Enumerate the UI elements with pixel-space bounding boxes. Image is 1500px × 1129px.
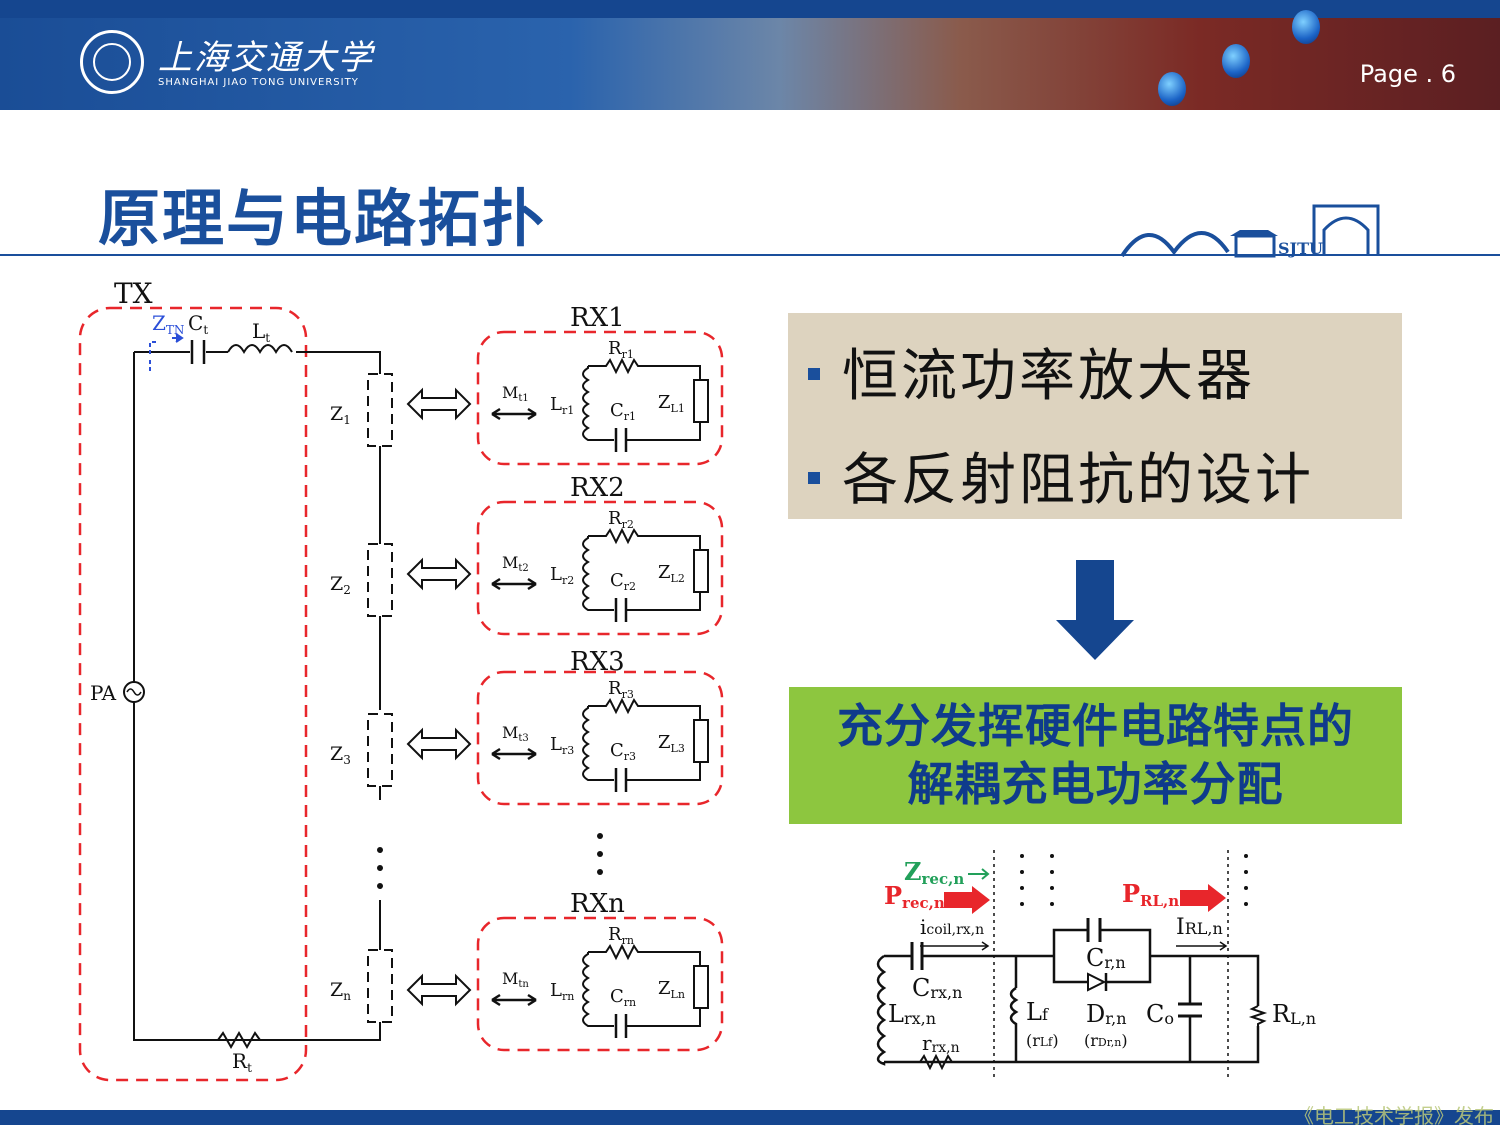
- ct-label: Ct: [188, 311, 208, 337]
- rrx-label: rrx,n: [922, 1031, 960, 1056]
- school-name-cn: 上海交通大学: [158, 38, 374, 78]
- conclusion-line-1: 充分发挥硬件电路特点的: [837, 699, 1354, 753]
- cr1-label: Cr1: [610, 400, 636, 423]
- tx-boundary: [78, 306, 308, 1082]
- bullet-item: 各反射阻抗的设计: [808, 435, 1314, 516]
- z1-label: Z1: [330, 403, 351, 427]
- lrx-label: Lrx,n: [888, 1000, 936, 1028]
- decor-bead: [1158, 72, 1186, 106]
- receiver-detail-circuit: Zrec,n Prec,n PRL,n icoil,rx,n IRL,n Crx…: [876, 850, 1316, 1078]
- tx-label: TX: [114, 277, 153, 310]
- co-label: Co: [1146, 1000, 1174, 1028]
- cr2-label: Cr2: [610, 570, 636, 593]
- bullet-square-icon: [808, 367, 820, 380]
- icoil-label: icoil,rx,n: [920, 915, 984, 939]
- title-underline: [0, 254, 1500, 256]
- sjtu-skyline-logo: SJTU: [1120, 204, 1380, 258]
- conclusion-line-2: 解耦充电功率分配: [907, 757, 1284, 811]
- bullet-square-icon: [808, 471, 820, 484]
- footer-bar: [0, 1110, 1500, 1125]
- zln-label: ZLn: [658, 978, 685, 1001]
- rr3-label: Rr3: [608, 678, 634, 701]
- page-number: Page . 6: [1359, 60, 1456, 88]
- wpt-system-circuit: TX PA ZTN Ct Lt Rt Z1 RX1 Mt1 Lr1 Rr1 Cr…: [78, 277, 724, 1082]
- mt3-label: Mt3: [502, 723, 529, 744]
- rdrn-label: (rDr,n): [1084, 1031, 1128, 1050]
- zl1-label: ZL1: [658, 392, 685, 415]
- lr3-label: Lr3: [550, 734, 574, 757]
- down-arrow-icon: [1056, 560, 1134, 660]
- mt2-label: Mt2: [502, 553, 529, 574]
- rlf-label: (rLf): [1026, 1031, 1059, 1050]
- mtn-label: Mtn: [502, 969, 529, 990]
- rx3-label: RX3: [570, 647, 625, 677]
- lr1-label: Lr1: [550, 394, 574, 417]
- crn-label: Cr,n: [1086, 944, 1126, 972]
- zl3-label: ZL3: [658, 732, 685, 755]
- bullet-box: 恒流功率放大器 各反射阻抗的设计: [788, 313, 1402, 519]
- prl-label: PRL,n: [1122, 879, 1179, 910]
- rx-block-1: Z1 RX1 Mt1 Lr1 Rr1 Cr1 ZL1: [330, 303, 724, 466]
- lf-label: Lf: [1026, 998, 1049, 1026]
- university-logo: [80, 30, 144, 94]
- lr2-label: Lr2: [550, 564, 574, 587]
- conclusion-box: 充分发挥硬件电路特点的 解耦充电功率分配: [789, 687, 1402, 824]
- pa-label: PA: [90, 681, 117, 705]
- z3-label: Z3: [330, 743, 351, 767]
- rln-label: RL,n: [1272, 1000, 1316, 1028]
- zn-label: Zn: [330, 979, 351, 1003]
- rx-block-3: Z3 RX3 Mt3 Lr3 Rr3 Cr3 ZL3: [330, 647, 724, 806]
- irl-label: IRL,n: [1176, 915, 1223, 940]
- sjtu-text: SJTU: [1278, 239, 1323, 258]
- z2-label: Z2: [330, 573, 351, 597]
- zrec-label: Zrec,n: [904, 857, 964, 888]
- crx-label: Crx,n: [912, 974, 962, 1002]
- rr1-label: Rr1: [608, 338, 634, 361]
- rx1-label: RX1: [570, 303, 625, 333]
- header-banner: 上海交通大学 SHANGHAI JIAO TONG UNIVERSITY Pag…: [0, 0, 1500, 110]
- rr2-label: Rr2: [608, 508, 634, 531]
- slide-title: 原理与电路拓扑: [98, 182, 547, 255]
- drn-label: Dr,n: [1086, 1000, 1127, 1028]
- decor-bead: [1222, 44, 1250, 78]
- header-stripe: [0, 0, 1500, 18]
- rx-block-n: Zn RXn Mtn Lrn Rrn Crn ZLn: [330, 889, 724, 1052]
- rt-label: Rt: [232, 1049, 252, 1075]
- crn-label: Crn: [610, 986, 636, 1009]
- school-name-en: SHANGHAI JIAO TONG UNIVERSITY: [158, 77, 359, 88]
- rx2-label: RX2: [570, 473, 625, 503]
- cr3-label: Cr3: [610, 740, 636, 763]
- zl2-label: ZL2: [658, 562, 685, 585]
- rx-block-2: Z2 RX2 Mt2 Lr2 Rr2 Cr2 ZL2: [330, 473, 724, 636]
- journal-watermark: 《电工技术学报》发布: [1294, 1104, 1494, 1128]
- decor-bead: [1292, 10, 1320, 44]
- rrn-label: Rrn: [608, 924, 634, 947]
- rxn-label: RXn: [570, 889, 625, 919]
- ztn-label: ZTN: [152, 311, 184, 337]
- prec-label: Prec,n: [884, 881, 945, 912]
- lt-label: Lt: [252, 319, 270, 345]
- mt1-label: Mt1: [502, 383, 529, 404]
- lrn-label: Lrn: [550, 980, 574, 1003]
- bullet-item: 恒流功率放大器: [808, 331, 1255, 412]
